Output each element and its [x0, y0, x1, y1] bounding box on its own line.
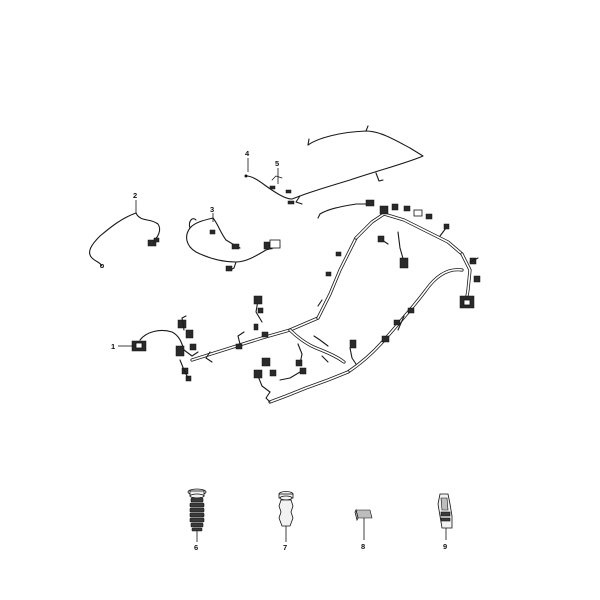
clip-part-7: 7: [278, 491, 294, 552]
callout-3-label: 3: [210, 205, 214, 214]
clip-part-9: 9: [437, 493, 453, 551]
callout-5: 5: [275, 159, 279, 184]
harness-part-3: [186, 217, 281, 272]
callout-2-label: 2: [133, 191, 137, 200]
callout-6-label: 6: [194, 543, 198, 552]
callout-4-label: 4: [245, 149, 250, 158]
callout-3: 3: [210, 205, 214, 222]
clip-part-8: 8: [354, 508, 373, 551]
harness-part-2: [89, 212, 161, 268]
callout-7-label: 7: [283, 543, 287, 552]
harness-part-1: [131, 199, 481, 404]
callout-4: 4: [245, 149, 250, 172]
roof-harness: [244, 125, 424, 205]
callout-2: 2: [133, 191, 137, 213]
clip-part-6: 6: [187, 488, 207, 552]
callout-1-label: 1: [111, 342, 115, 351]
callout-8-label: 8: [361, 542, 365, 551]
callout-5-label: 5: [275, 159, 279, 168]
callout-9-label: 9: [443, 542, 447, 551]
callout-1: 1: [111, 342, 134, 351]
